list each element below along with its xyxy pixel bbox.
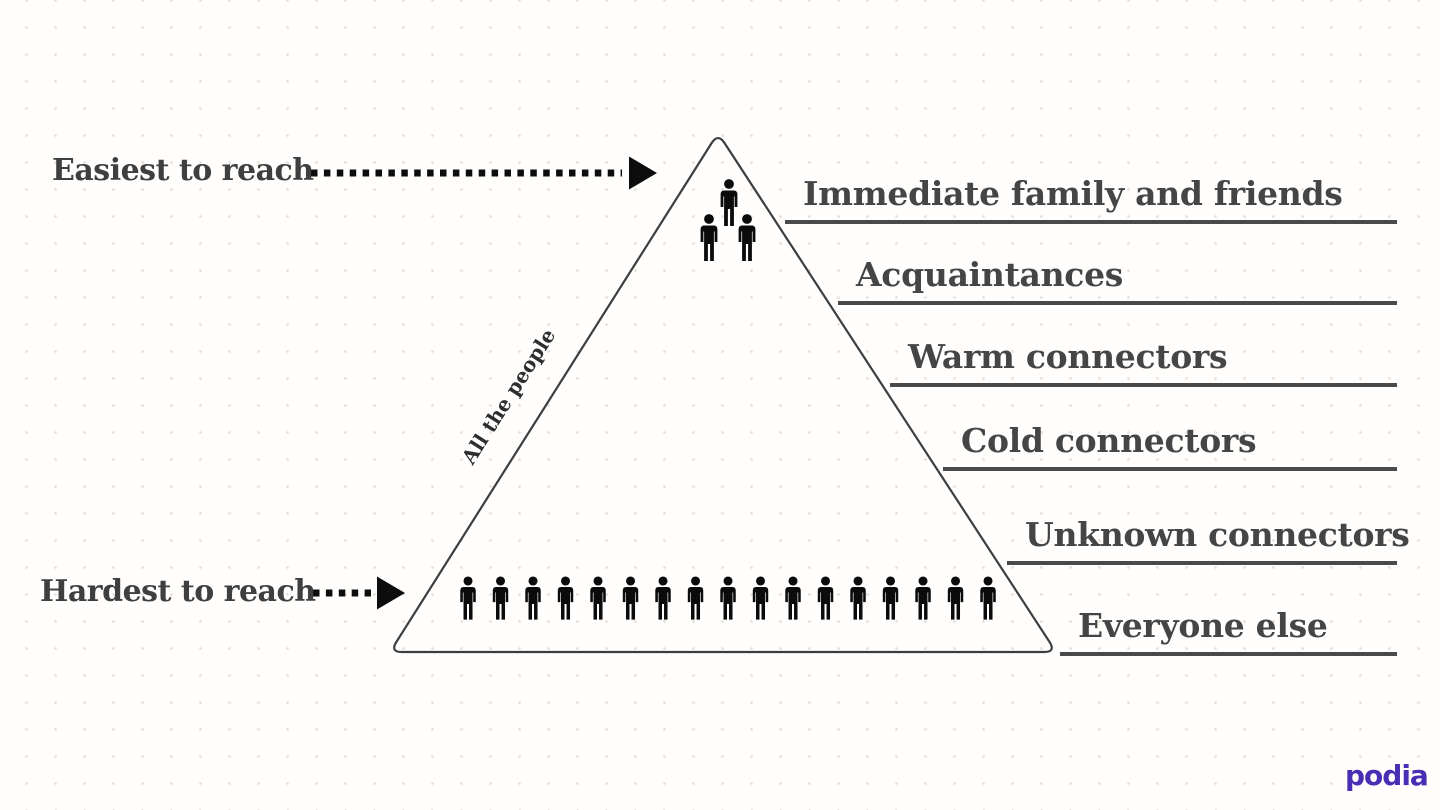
- easiest-arrowhead-icon: [629, 156, 657, 190]
- person-icon: [752, 576, 769, 620]
- person-icon: [947, 576, 964, 620]
- person-icon: [557, 576, 574, 620]
- hardest-arrow: [313, 576, 405, 610]
- bottom-people-group: [460, 576, 996, 620]
- tier-everyone-else: Everyone else: [1060, 606, 1397, 656]
- tier-immediate-family: Immediate family and friends: [785, 174, 1397, 224]
- tier-warm-connectors: Warm connectors: [890, 337, 1397, 387]
- person-icon: [738, 214, 756, 261]
- person-icon: [590, 576, 606, 620]
- person-icon: [980, 576, 996, 620]
- person-icon: [915, 576, 931, 620]
- hardest-arrowhead-icon: [377, 576, 405, 610]
- person-icon: [720, 179, 738, 226]
- tier-unknown-connectors: Unknown connectors: [1007, 515, 1410, 565]
- person-icon: [655, 576, 671, 620]
- tier-cold-connectors: Cold connectors: [943, 421, 1397, 471]
- tier-acquaintances: Acquaintances: [838, 255, 1397, 305]
- pyramid-outline: [393, 136, 1053, 654]
- top-people-group: [700, 179, 756, 261]
- person-icon: [622, 576, 639, 620]
- hardest-to-reach-label: Hardest to reach: [40, 574, 316, 609]
- person-icon: [785, 576, 801, 620]
- person-icon: [525, 576, 541, 620]
- easiest-to-reach-label: Easiest to reach: [52, 153, 314, 188]
- person-icon: [687, 576, 704, 620]
- person-icon: [817, 576, 834, 620]
- person-icon: [460, 576, 476, 620]
- podia-logo: podia: [1345, 759, 1429, 792]
- person-icon: [700, 214, 718, 261]
- person-icon: [720, 576, 736, 620]
- person-icon: [492, 576, 509, 620]
- person-icon: [882, 576, 899, 620]
- easiest-arrow: [311, 156, 657, 190]
- person-icon: [850, 576, 866, 620]
